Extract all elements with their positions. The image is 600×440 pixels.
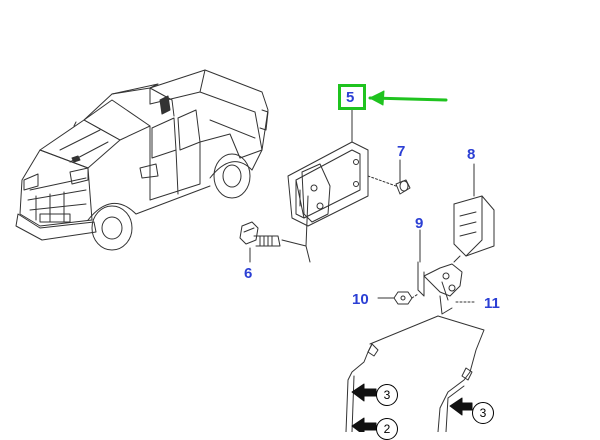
reference-circle[interactable]: 2 [376, 418, 398, 440]
fuel-door-assembly [287, 109, 369, 263]
callout-11[interactable]: 11 [484, 295, 500, 312]
rubber-bumper [453, 163, 495, 257]
nut [377, 291, 419, 305]
arrow-icon [449, 397, 473, 416]
truck-illustration [15, 69, 269, 251]
callout-7[interactable]: 7 [397, 143, 406, 160]
callout-5[interactable]: 5 [346, 89, 355, 106]
callout-6[interactable]: 6 [244, 265, 253, 282]
arrow-icon [351, 417, 377, 432]
callout-10[interactable]: 10 [352, 291, 369, 308]
cable [345, 315, 485, 432]
reference-circle[interactable]: 3 [472, 402, 494, 424]
reference-circle[interactable]: 3 [376, 384, 398, 406]
callout-8[interactable]: 8 [467, 146, 476, 163]
highlight-box [338, 84, 366, 110]
callout-9[interactable]: 9 [415, 215, 424, 232]
latch [417, 229, 477, 315]
arrow-icon [369, 90, 385, 106]
bolt [239, 221, 307, 263]
bushing [367, 159, 411, 195]
arrow-icon [351, 383, 377, 402]
